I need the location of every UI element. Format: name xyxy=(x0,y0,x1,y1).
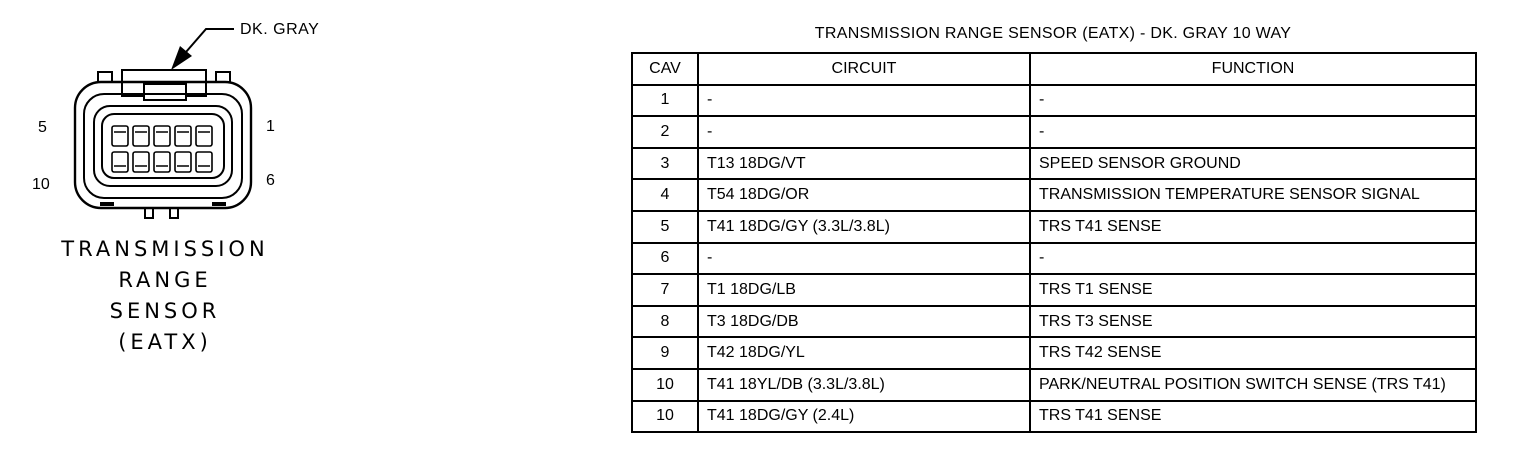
caption-line: (EATX) xyxy=(118,330,212,354)
table-row: 9 T42 18DG/YL TRS T42 SENSE xyxy=(631,336,1477,370)
cell-circuit: T41 18DG/GY (3.3L/3.8L) xyxy=(697,209,1031,244)
pin-cavities xyxy=(111,125,213,173)
callout-arrow xyxy=(171,28,234,70)
header-circuit: CIRCUIT xyxy=(697,52,1031,86)
table-row: 5 T41 18DG/GY (3.3L/3.8L) TRS T41 SENSE xyxy=(631,209,1477,244)
cell-function: SPEED SENSOR GROUND xyxy=(1029,146,1477,181)
cell-circuit: - xyxy=(697,241,1031,276)
table-row: 2 - - xyxy=(631,115,1477,149)
cell-cav: 3 xyxy=(631,146,699,181)
connector-color-callout: DK. GRAY xyxy=(240,21,320,38)
cell-function: PARK/NEUTRAL POSITION SWITCH SENSE (TRS … xyxy=(1029,367,1477,402)
connector-latch xyxy=(97,69,231,101)
pin-label-top-right: 1 xyxy=(266,118,275,135)
pin-label-top-left: 5 xyxy=(38,119,47,136)
cell-cav: 8 xyxy=(631,304,699,339)
table-row: 3 T13 18DG/VT SPEED SENSOR GROUND xyxy=(631,146,1477,181)
connector-caption: TRANSMISSION RANGE SENSOR (EATX) xyxy=(40,234,290,358)
cell-circuit: T41 18DG/GY (2.4L) xyxy=(697,399,1031,434)
table-title: TRANSMISSION RANGE SENSOR (EATX) - DK. G… xyxy=(814,25,1292,42)
table-row: 8 T3 18DG/DB TRS T3 SENSE xyxy=(631,304,1477,339)
table-row: 1 - - xyxy=(631,83,1477,118)
table-row: 10 T41 18DG/GY (2.4L) TRS T41 SENSE xyxy=(631,399,1477,434)
cell-cav: 10 xyxy=(631,367,699,402)
cell-circuit: T3 18DG/DB xyxy=(697,304,1031,339)
cell-circuit: - xyxy=(697,115,1031,149)
cell-function: TRS T3 SENSE xyxy=(1029,304,1477,339)
pin-label-bottom-right: 6 xyxy=(266,172,275,189)
pinout-table: CAV CIRCUIT FUNCTION 1 - - 2 - - 3 T13 1… xyxy=(631,52,1477,434)
cell-function: - xyxy=(1029,83,1477,118)
connector-drawing xyxy=(73,28,253,219)
cell-cav: 7 xyxy=(631,273,699,307)
cavity-row-bottom xyxy=(111,151,213,173)
cell-cav: 1 xyxy=(631,83,699,118)
cell-circuit: T1 18DG/LB xyxy=(697,273,1031,307)
caption-line: TRANSMISSION xyxy=(61,237,269,261)
table-row: 7 T1 18DG/LB TRS T1 SENSE xyxy=(631,273,1477,307)
cell-circuit: T42 18DG/YL xyxy=(697,336,1031,370)
cell-cav: 6 xyxy=(631,241,699,276)
cell-function: TRS T42 SENSE xyxy=(1029,336,1477,370)
cell-circuit: - xyxy=(697,83,1031,118)
table-row: 10 T41 18YL/DB (3.3L/3.8L) PARK/NEUTRAL … xyxy=(631,367,1477,402)
table-row: 4 T54 18DG/OR TRANSMISSION TEMPERATURE S… xyxy=(631,178,1477,212)
cell-cav: 2 xyxy=(631,115,699,149)
cell-cav: 4 xyxy=(631,178,699,212)
cell-cav: 5 xyxy=(631,209,699,244)
cell-function: TRS T41 SENSE xyxy=(1029,209,1477,244)
pin-label-bottom-left: 10 xyxy=(32,176,50,193)
cell-cav: 10 xyxy=(631,399,699,434)
cell-circuit: T41 18YL/DB (3.3L/3.8L) xyxy=(697,367,1031,402)
cell-function: - xyxy=(1029,241,1477,276)
header-cav: CAV xyxy=(631,52,699,86)
cell-function: TRS T41 SENSE xyxy=(1029,399,1477,434)
cell-function: TRS T1 SENSE xyxy=(1029,273,1477,307)
table-header-row: CAV CIRCUIT FUNCTION xyxy=(631,52,1477,86)
caption-line: SENSOR xyxy=(109,299,221,323)
header-function: FUNCTION xyxy=(1029,52,1477,86)
table-row: 6 - - xyxy=(631,241,1477,276)
connector-housing xyxy=(73,80,253,219)
cell-circuit: T13 18DG/VT xyxy=(697,146,1031,181)
caption-line: RANGE xyxy=(118,268,212,292)
cell-circuit: T54 18DG/OR xyxy=(697,178,1031,212)
cell-function: TRANSMISSION TEMPERATURE SENSOR SIGNAL xyxy=(1029,178,1477,212)
cavity-row-top xyxy=(111,125,213,147)
cell-cav: 9 xyxy=(631,336,699,370)
cell-function: - xyxy=(1029,115,1477,149)
